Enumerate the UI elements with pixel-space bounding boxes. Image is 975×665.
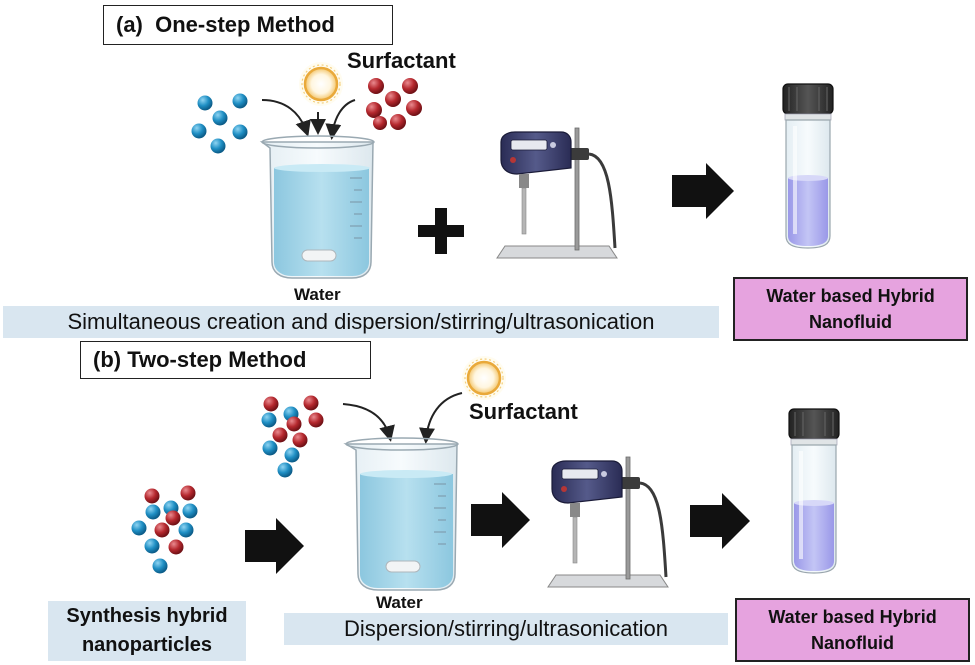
hybrid-nanoparticles-left xyxy=(131,485,198,574)
vial-icon xyxy=(782,83,834,249)
product-line2-b: Nanofluid xyxy=(811,633,894,653)
product-box-b: Water based Hybrid Nanofluid xyxy=(735,598,970,662)
one-step-process-text: Simultaneous creation and dispersion/sti… xyxy=(67,309,655,334)
addition-arrows-a xyxy=(261,99,356,140)
two-step-process-text: Dispersion/stirring/ultrasonication xyxy=(343,616,669,641)
blue-nanoparticles-a xyxy=(191,93,248,154)
stir-bar-icon xyxy=(385,560,421,573)
surfactant-label-a: Surfactant xyxy=(347,48,456,73)
two-step-process-band: Dispersion/stirring/ultrasonication xyxy=(284,613,728,645)
arrow-right-icon xyxy=(672,163,734,219)
product-line2-a: Nanofluid xyxy=(809,312,892,332)
arrow-right-icon xyxy=(690,493,750,549)
plus-icon xyxy=(418,208,464,254)
water-label-a: Water xyxy=(294,285,341,304)
synthesis-line1: Synthesis hybrid xyxy=(66,605,228,627)
synthesis-box: Synthesis hybrid nanoparticles xyxy=(48,601,246,661)
surfactant-sun-icon xyxy=(460,354,508,402)
one-step-method-title-text: (a) One-step Method xyxy=(116,12,335,37)
two-step-method-title: (b) Two-step Method xyxy=(80,341,371,379)
addition-arrows-b xyxy=(342,392,463,444)
product-box-a: Water based Hybrid Nanofluid xyxy=(733,277,968,341)
arrow-right-icon xyxy=(471,492,530,548)
surfactant-label-b: Surfactant xyxy=(469,399,578,424)
hybrid-nanoparticles-top xyxy=(261,395,324,478)
product-line1-b: Water based Hybrid xyxy=(768,606,937,627)
synthesis-line2: nanoparticles xyxy=(81,634,213,656)
water-label-b: Water xyxy=(376,593,423,612)
one-step-process-band: Simultaneous creation and dispersion/sti… xyxy=(3,306,719,338)
vial-icon xyxy=(788,408,840,574)
product-line1-a: Water based Hybrid xyxy=(766,285,935,306)
one-step-method-title: (a) One-step Method xyxy=(103,5,393,45)
beaker-icon xyxy=(259,135,375,279)
red-nanoparticles-a xyxy=(366,78,422,130)
arrow-right-icon xyxy=(245,518,304,574)
two-step-method-title-text: (b) Two-step Method xyxy=(93,347,307,372)
surfactant-sun-icon xyxy=(297,60,345,108)
beaker-icon xyxy=(343,437,459,591)
ultrasonicator-icon xyxy=(546,455,670,589)
stir-bar-icon xyxy=(301,249,337,262)
ultrasonicator-icon xyxy=(495,126,619,260)
